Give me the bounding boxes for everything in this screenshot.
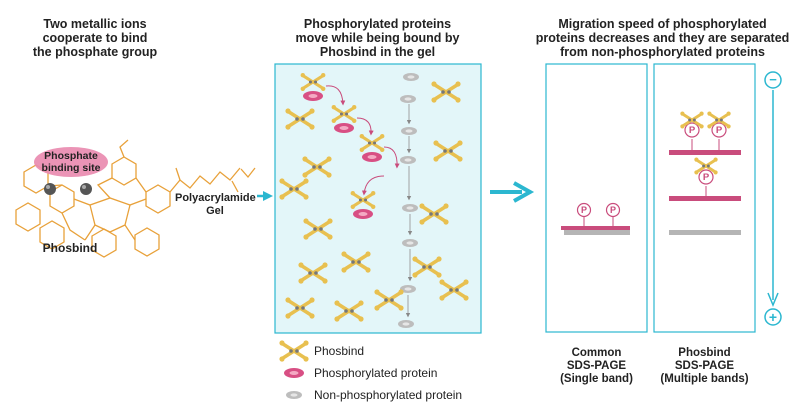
header-left-line-3: the phosphate group	[32, 45, 158, 59]
lane-common	[545, 63, 648, 333]
lane-phosbind-label: Phosbind SDS-PAGE (Multiple bands)	[654, 347, 755, 386]
lane-phosbind-line-1: Phosbind	[678, 347, 731, 359]
p-label: P	[715, 125, 723, 136]
p-label: P	[688, 125, 696, 136]
nonphospho-column	[398, 73, 419, 328]
binding-site-label: Phosphate binding site	[35, 150, 107, 174]
lane-common-label: Common SDS-PAGE (Single band)	[546, 347, 647, 386]
legend-phospho-label: Phosphorylated protein	[314, 366, 438, 380]
binding-site-line-2: binding site	[41, 162, 101, 174]
header-right-line-3: from non-phosphorylated proteins	[560, 45, 765, 59]
p-label: P	[702, 172, 710, 183]
big-transition-arrow	[490, 181, 535, 203]
lane-common-line-2: SDS-PAGE	[566, 360, 627, 372]
gel-label-line-1: Polyacrylamide	[175, 192, 256, 204]
phosbind-name: Phosbind	[42, 241, 98, 255]
migration-arrow-4	[361, 175, 385, 196]
p-label: P	[580, 205, 587, 215]
common-band	[561, 202, 630, 235]
gel-label-line-2: Gel	[206, 205, 224, 217]
migration-arrow-2	[356, 117, 374, 136]
lane-phosbind-line-2: SDS-PAGE	[674, 360, 735, 372]
gel-label: Polyacrylamide Gel	[175, 192, 256, 218]
p-label: P	[609, 205, 616, 215]
migration-arrow-3	[383, 146, 400, 169]
plus-electrode: +	[768, 309, 778, 325]
header-left-line-2: cooperate to bind	[42, 31, 148, 45]
header-left-line-1: Two metallic ions	[43, 17, 147, 31]
migration-arrow-1	[325, 85, 346, 106]
gel-box	[274, 63, 482, 334]
electrode-axis	[764, 71, 782, 326]
legend-nonphospho-label: Non-phosphorylated protein	[314, 388, 463, 402]
legend-phospho-icon	[284, 368, 304, 378]
header-right-line-2: proteins decreases and they are separate…	[535, 31, 790, 45]
header-left: Two metallic ions cooperate to bind the …	[20, 17, 170, 59]
lane-phosbind-line-3: (Multiple bands)	[660, 373, 749, 385]
lane-common-line-1: Common	[571, 347, 622, 359]
header-middle-line-3: Phosbind in the gel	[319, 45, 436, 59]
header-right: Migration speed of phosphorylated protei…	[530, 17, 795, 59]
header-middle-line-2: move while being bound by	[295, 31, 460, 45]
minus-electrode: −	[769, 72, 777, 87]
metal-ions	[44, 183, 92, 195]
header-right-line-1: Migration speed of phosphorylated	[558, 17, 767, 31]
binding-site-line-1: Phosphate	[44, 150, 98, 162]
legend-phosbind-icon	[277, 338, 311, 364]
phosbind-bands	[669, 110, 741, 235]
legend-nonphospho-icon	[286, 391, 302, 399]
header-middle-line-1: Phosphorylated proteins	[303, 17, 452, 31]
phosbind-structure	[15, 139, 256, 258]
legend-phosbind-label: Phosbind	[314, 344, 365, 358]
binding-site-highlight	[34, 147, 108, 177]
lane-common-line-3: (Single band)	[560, 373, 633, 385]
header-middle: Phosphorylated proteins move while being…	[270, 17, 485, 59]
